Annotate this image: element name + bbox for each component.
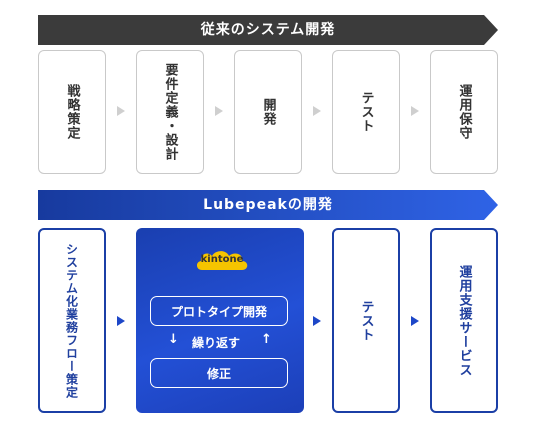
traditional-step-5-label: 運用保守 (456, 84, 472, 140)
traditional-step-4: テスト (332, 50, 400, 174)
blue-arrow-banner-shape (38, 190, 498, 220)
kintone-cloud-icon (196, 251, 248, 270)
lubepeak-banner: Lubepeakの開発 (38, 190, 498, 220)
gray-arrow-icon (411, 106, 419, 116)
prototype-box: プロトタイプ開発 (150, 296, 288, 326)
fix-box: 修正 (150, 358, 288, 388)
traditional-step-1: 戦略策定 (38, 50, 106, 174)
blue-arrow-icon (411, 316, 419, 326)
gray-arrow-icon (313, 106, 321, 116)
traditional-banner: 従来のシステム開発 (38, 15, 498, 45)
traditional-step-1-label: 戦略策定 (64, 84, 80, 140)
blue-arrow-icon (313, 316, 321, 326)
lubepeak-step-support-label: 運用支援サービス (456, 264, 472, 377)
traditional-step-2-label: 要件定義・設計 (162, 63, 178, 161)
lubepeak-banner-title: Lubepeakの開発 (203, 197, 333, 213)
traditional-step-3-label: 開発 (260, 98, 276, 126)
gray-arrow-icon (215, 106, 223, 116)
lubepeak-step-test-label: テスト (358, 299, 374, 342)
kintone-logo: kintone (194, 248, 250, 276)
down-arrow-icon: ↓ (168, 332, 179, 347)
traditional-step-2: 要件定義・設計 (136, 50, 204, 174)
kintone-logo-text: kintone (200, 254, 244, 265)
traditional-step-3: 開発 (234, 50, 302, 174)
up-arrow-icon: ↑ (261, 332, 272, 347)
prototype-label: プロトタイプ開発 (170, 304, 267, 319)
kintone-panel: kintone プロトタイプ開発 ↓ 繰り返す ↑ 修正 (136, 228, 304, 413)
gray-arrow-banner-shape (38, 15, 498, 45)
traditional-banner-title: 従来のシステム開発 (200, 22, 336, 38)
lubepeak-step-workflow-label: システム化業務フロー策定 (64, 242, 79, 399)
repeat-label: 繰り返す (192, 336, 241, 350)
blue-arrow-icon (117, 316, 125, 326)
lubepeak-step-support: 運用支援サービス (430, 228, 498, 413)
traditional-step-4-label: テスト (358, 91, 374, 133)
traditional-step-5: 運用保守 (430, 50, 498, 174)
fix-label: 修正 (206, 366, 231, 381)
gray-arrow-icon (117, 106, 125, 116)
lubepeak-step-test: テスト (332, 228, 400, 413)
lubepeak-step-workflow: システム化業務フロー策定 (38, 228, 106, 413)
